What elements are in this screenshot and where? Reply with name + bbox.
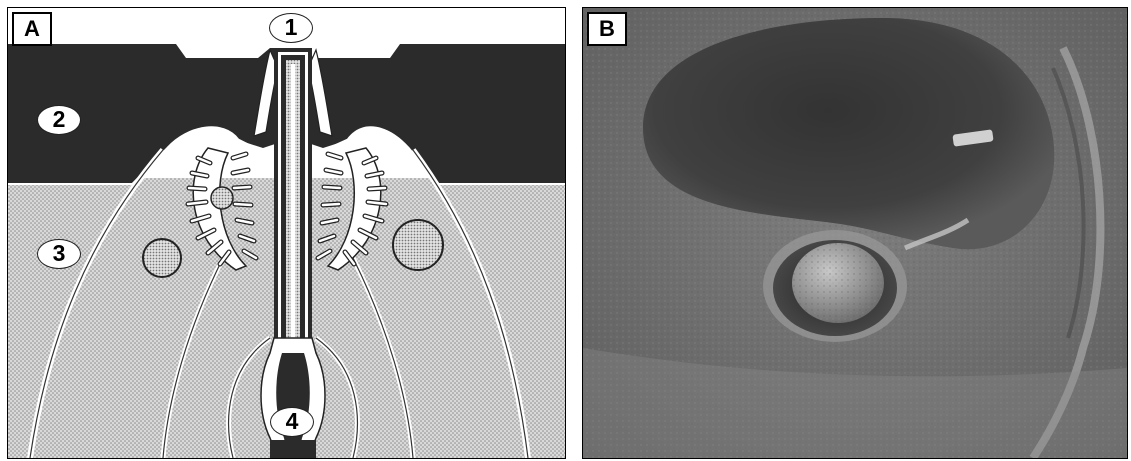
label-3: 3 [37, 239, 81, 269]
dotted-circle-right [393, 220, 443, 270]
label-2: 2 [37, 105, 81, 135]
label-1: 1 [269, 13, 313, 43]
gland-schematic [8, 8, 565, 458]
label-4: 4 [270, 407, 314, 437]
sem-image [583, 8, 1127, 458]
dotted-circle-left [143, 239, 181, 277]
panel-a-diagram: A 1 2 3 4 [7, 7, 566, 459]
panel-a-label: A [12, 12, 52, 46]
panel-b-label: B [587, 12, 627, 46]
panel-b-micrograph: B [582, 7, 1128, 459]
